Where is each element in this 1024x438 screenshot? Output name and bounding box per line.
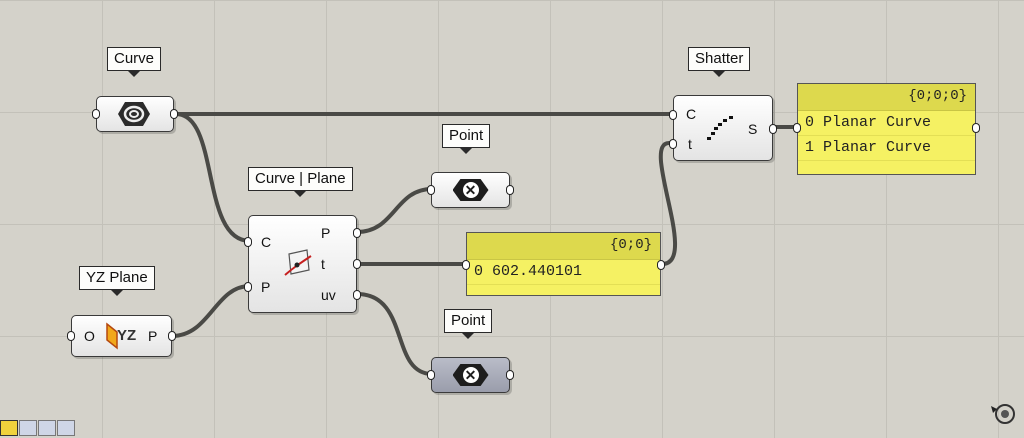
curve-plane-intersect-icon <box>284 249 312 276</box>
curve-param-component[interactable] <box>92 96 178 132</box>
s-value-panel[interactable]: {0;0;0} 0 Planar Curve 1 Planar Curve <box>793 83 980 175</box>
curve-label: Curve <box>107 47 162 77</box>
cp-output-p-port[interactable] <box>353 228 361 238</box>
s-panel-path: {0;0;0} <box>798 84 975 111</box>
shatter-output-s-label: S <box>748 121 758 137</box>
cp-output-t-port[interactable] <box>353 259 361 269</box>
t-value-panel[interactable]: {0;0} 0 602.440101 <box>462 232 665 296</box>
shatter-input-c-port[interactable] <box>669 110 677 120</box>
s-panel-row1-index: 1 <box>805 139 815 156</box>
pointer-icon[interactable] <box>38 420 56 436</box>
point-top-output-port[interactable] <box>506 185 514 195</box>
t-panel-input-port[interactable] <box>462 260 470 270</box>
measure-icon[interactable] <box>57 420 75 436</box>
wire-panel-to-shatter-t <box>658 141 678 266</box>
shatter-component[interactable]: C t S <box>669 95 777 161</box>
yz-input-label: O <box>84 328 95 344</box>
error-x-icon: ✕ <box>452 364 489 386</box>
yz-input-port[interactable] <box>67 331 75 341</box>
cp-output-uv-label: uv <box>321 287 336 303</box>
preview-icon[interactable] <box>0 420 18 436</box>
s-panel-row1-value: Planar Curve <box>823 139 932 156</box>
curve-input-port[interactable] <box>92 109 100 119</box>
s-panel-row: 1 Planar Curve <box>798 136 975 161</box>
shatter-icon <box>707 116 733 140</box>
cp-input-p-port[interactable] <box>244 282 252 292</box>
grid-icon[interactable] <box>19 420 37 436</box>
cp-output-t-label: t <box>321 256 325 272</box>
curve-output-port[interactable] <box>170 109 178 119</box>
cp-input-c-label: C <box>261 234 272 250</box>
point-bottom-label: Point <box>444 309 493 339</box>
wire-cp-p-to-point <box>355 187 434 234</box>
yz-output-port[interactable] <box>168 331 176 341</box>
t-panel-row-value: 602.440101 <box>492 263 583 280</box>
curve-param-icon <box>118 102 150 126</box>
wire-curve-to-cp <box>174 112 252 243</box>
s-panel-row: 0 Planar Curve <box>798 111 975 136</box>
point-top-component[interactable]: ✕ <box>427 172 514 208</box>
canvas-mini-toolbar <box>0 420 76 437</box>
yz-plane-component[interactable]: O YZ P <box>67 315 176 357</box>
cp-input-c-port[interactable] <box>244 237 252 247</box>
shatter-label: Shatter <box>688 47 751 77</box>
shatter-input-t-label: t <box>688 136 692 152</box>
t-panel-row-index: 0 <box>474 263 484 280</box>
yz-plane-label: YZ Plane <box>79 266 155 296</box>
cp-output-uv-port[interactable] <box>353 290 361 300</box>
s-panel-input-port[interactable] <box>793 123 801 133</box>
s-panel-output-port[interactable] <box>972 123 980 133</box>
point-top-label: Point <box>442 124 491 154</box>
yz-plane-icon <box>106 322 118 350</box>
cp-input-p-label: P <box>261 279 271 295</box>
point-bottom-component[interactable]: ✕ <box>427 357 514 393</box>
t-panel-output-port[interactable] <box>657 260 665 270</box>
yz-icon-text: YZ <box>117 327 137 344</box>
t-panel-path: {0;0} <box>467 233 660 260</box>
wire-yz-to-cp <box>170 284 252 338</box>
curve-plane-component[interactable]: C P P t uv <box>244 215 361 313</box>
wire-cp-uv-to-point <box>355 292 434 376</box>
error-x-icon: ✕ <box>452 179 489 201</box>
yz-output-label: P <box>148 328 158 344</box>
s-panel-row0-index: 0 <box>805 114 815 131</box>
canvas-nav-icon[interactable] <box>988 400 1018 426</box>
point-bottom-input-port[interactable] <box>427 370 435 380</box>
shatter-output-s-port[interactable] <box>769 124 777 134</box>
shatter-input-t-port[interactable] <box>669 139 677 149</box>
point-top-input-port[interactable] <box>427 185 435 195</box>
cp-output-p-label: P <box>321 225 331 241</box>
shatter-input-c-label: C <box>686 106 697 122</box>
point-bottom-output-port[interactable] <box>506 370 514 380</box>
t-panel-row: 0 602.440101 <box>467 260 660 285</box>
curve-plane-label: Curve | Plane <box>248 167 353 197</box>
s-panel-row0-value: Planar Curve <box>823 114 932 131</box>
